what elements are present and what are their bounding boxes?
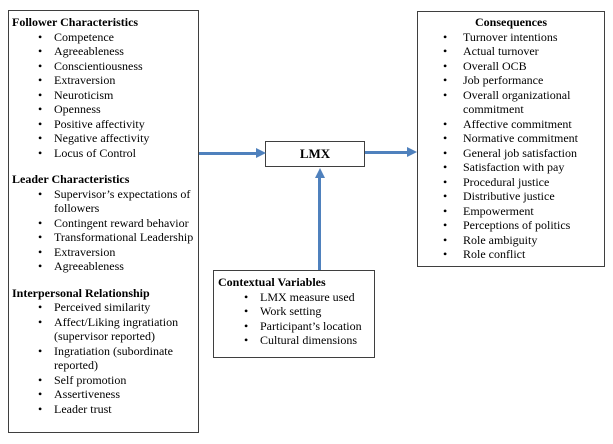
list-item: General job satisfaction	[421, 146, 601, 161]
follower-characteristics-list: CompetenceAgreeablenessConscientiousness…	[12, 30, 195, 161]
lmx-label: LMX	[299, 145, 331, 161]
list-item: Perceptions of politics	[421, 218, 601, 233]
list-item: Perceived similarity	[12, 300, 195, 315]
follower-characteristics-section: Follower Characteristics CompetenceAgree…	[12, 15, 195, 160]
list-item: Participant’s location	[218, 319, 371, 334]
list-item: Turnover intentions	[421, 30, 601, 45]
list-item: Negative affectivity	[12, 131, 195, 146]
list-item: Normative commitment	[421, 131, 601, 146]
arrow-line	[318, 178, 321, 270]
arrowhead-right-icon	[256, 148, 266, 158]
list-item: Cultural dimensions	[218, 333, 371, 348]
list-item: Transformational Leadership	[12, 230, 195, 245]
interpersonal-relationship-list: Perceived similarityAffect/Liking ingrat…	[12, 300, 195, 416]
list-item: Affective commitment	[421, 117, 601, 132]
consequences-heading: Consequences	[474, 15, 547, 29]
list-item: Work setting	[218, 304, 371, 319]
list-item: Role conflict	[421, 247, 601, 262]
list-item: Agreeableness	[12, 259, 195, 274]
arrowhead-up-icon	[315, 168, 325, 178]
consequences-list: Turnover intentionsActual turnoverOveral…	[421, 30, 601, 262]
list-item: Positive affectivity	[12, 117, 195, 132]
list-item: Self promotion	[12, 373, 195, 388]
list-item: Extraversion	[12, 73, 195, 88]
arrow-line	[199, 152, 257, 155]
list-item: Overall OCB	[421, 59, 601, 74]
contextual-variables-box: Contextual Variables LMX measure usedWor…	[213, 270, 375, 358]
list-item: Procedural justice	[421, 175, 601, 190]
contextual-variables-heading: Contextual Variables	[218, 275, 326, 289]
list-item: Ingratiation (subordinate reported)	[12, 344, 195, 373]
leader-characteristics-list: Supervisor’s expectations of followersCo…	[12, 187, 195, 274]
list-item: Overall organizational commitment	[421, 88, 601, 117]
list-item: Actual turnover	[421, 44, 601, 59]
list-item: Assertiveness	[12, 387, 195, 402]
section-heading: Interpersonal Relationship	[12, 285, 150, 300]
consequences-box: Consequences Turnover intentionsActual t…	[417, 11, 605, 267]
list-item: Neuroticism	[12, 88, 195, 103]
list-item: Supervisor’s expectations of followers	[12, 187, 195, 216]
list-item: Role ambiguity	[421, 233, 601, 248]
leader-characteristics-section: Leader Characteristics Supervisor’s expe…	[12, 172, 195, 274]
arrowhead-right-icon	[407, 147, 417, 157]
list-item: Extraversion	[12, 245, 195, 260]
list-item: Contingent reward behavior	[12, 216, 195, 231]
list-item: Satisfaction with pay	[421, 160, 601, 175]
list-item: Leader trust	[12, 402, 195, 417]
section-heading: Follower Characteristics	[12, 15, 139, 29]
interpersonal-relationship-section: Interpersonal Relationship Perceived sim…	[12, 286, 195, 417]
list-item: Locus of Control	[12, 146, 195, 161]
list-item: Job performance	[421, 73, 601, 88]
list-item: Openness	[12, 102, 195, 117]
list-item: Competence	[12, 30, 195, 45]
list-item: Conscientiousness	[12, 59, 195, 74]
arrow-line	[365, 151, 408, 154]
section-heading: Leader Characteristics	[12, 172, 130, 186]
antecedents-box: Follower Characteristics CompetenceAgree…	[8, 10, 199, 433]
list-item: LMX measure used	[218, 290, 371, 305]
list-item: Agreeableness	[12, 44, 195, 59]
list-item: Empowerment	[421, 204, 601, 219]
list-item: Distributive justice	[421, 189, 601, 204]
contextual-variables-list: LMX measure usedWork settingParticipant’…	[218, 290, 371, 348]
list-item: Affect/Liking ingratiation (supervisor r…	[12, 315, 195, 344]
lmx-box: LMX	[265, 141, 365, 167]
